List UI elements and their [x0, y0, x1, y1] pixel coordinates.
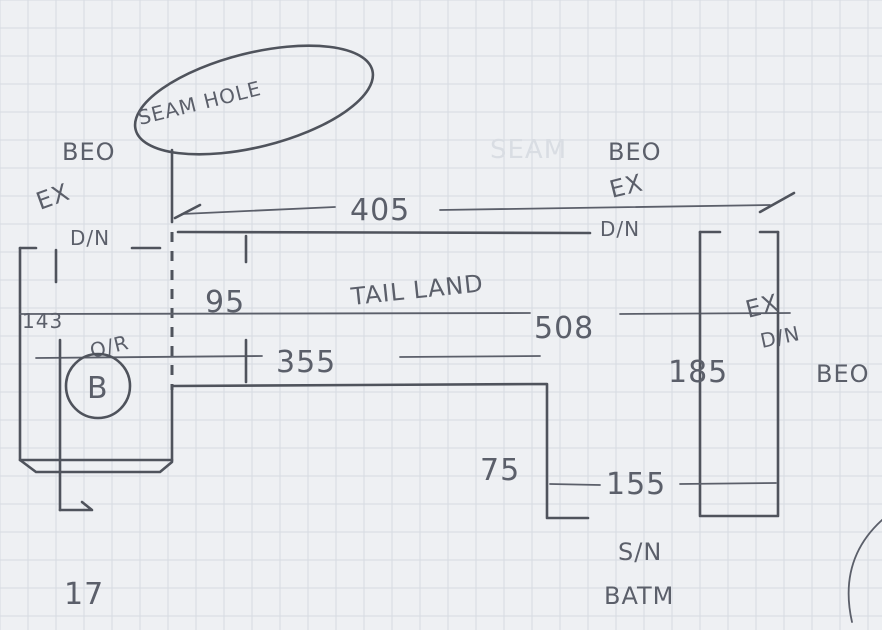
section-top-edge [176, 230, 592, 235]
circled-b-marker [64, 352, 132, 420]
dim-405-tick-left [173, 203, 202, 220]
left-arrow-head [58, 500, 94, 512]
beo-left-label: BEO [62, 138, 116, 166]
dim-75-label: 75 [480, 453, 520, 488]
dim-508-label: 508 [534, 311, 594, 346]
dim-405-label: 405 [350, 193, 410, 228]
dim-355-label: 355 [276, 345, 336, 380]
dim-405-tick-right [758, 191, 796, 214]
dim-95-label: 95 [205, 285, 245, 320]
dim-155-label: 155 [606, 467, 666, 502]
dim-508-line-right [619, 312, 791, 315]
tail-land-label: TAIL LAND [349, 269, 485, 311]
dim-143-label: 143 [22, 309, 63, 333]
ex-right-top-label: EX [607, 169, 646, 204]
dim-508-line-left [19, 312, 531, 315]
dim-355-line-right [399, 355, 541, 358]
corner-arc [847, 519, 882, 623]
din-left-label: D/N [70, 226, 110, 250]
ex-right-label: EX [743, 289, 782, 324]
din-right-top-label: D/N [600, 217, 640, 241]
page-number: 17 [64, 577, 104, 612]
dim-155-line-right [679, 482, 777, 485]
dim-405-line-left [181, 206, 336, 215]
beo-right-label: BEO [816, 360, 870, 388]
dim-355-line-left [35, 355, 263, 359]
dim-155-line-left [549, 483, 601, 486]
beo-right-top-label: BEO [608, 138, 662, 166]
bottom-label: BATM [604, 582, 674, 610]
section-outline-main [18, 246, 590, 520]
dim-185-label: 185 [668, 355, 728, 390]
ex-left-label: EX [32, 178, 73, 216]
seam-hole-ellipse [133, 44, 375, 156]
show-through-text: SEAM [490, 135, 567, 165]
circled-b-label: B [87, 371, 109, 406]
din-right-label: D/N [758, 321, 802, 353]
sn-label: S/N [618, 538, 662, 566]
dim-405-line-right [439, 204, 771, 211]
right-block-outline [698, 230, 780, 518]
